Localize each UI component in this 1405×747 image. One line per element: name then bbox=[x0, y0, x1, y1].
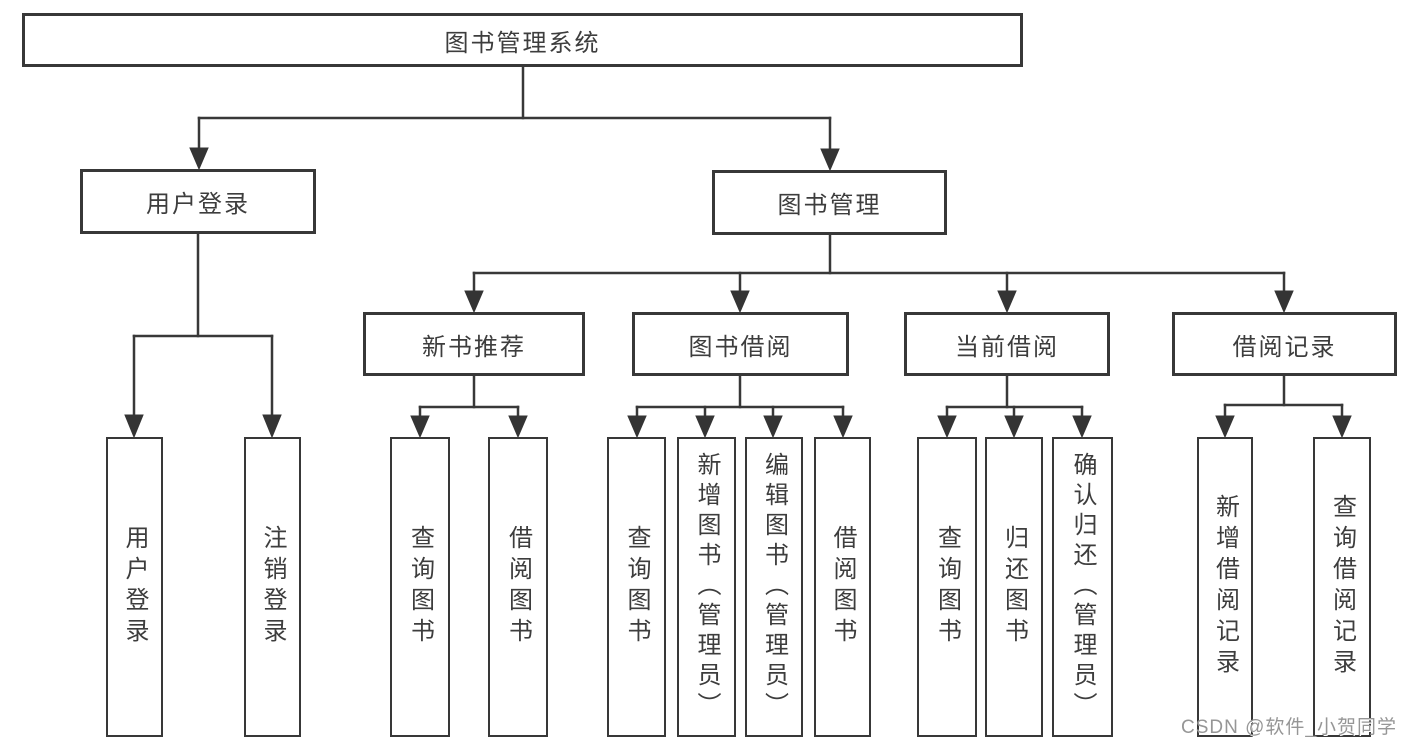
connector-current-borrow-branch bbox=[937, 374, 1092, 439]
leaf-add-books-admin: 新增图书（管理员） bbox=[677, 437, 736, 737]
leaf-query-books-recommend: 查询图书 bbox=[390, 437, 450, 737]
leaf-borrow-books-borrowing: 借阅图书 bbox=[814, 437, 871, 737]
leaf-query-books-current: 查询图书 bbox=[917, 437, 977, 737]
connector-user-login-branch bbox=[124, 232, 282, 439]
connector-borrow-record-branch bbox=[1215, 374, 1352, 439]
node-current-borrowing: 当前借阅 bbox=[904, 312, 1110, 376]
leaf-logout: 注销登录 bbox=[244, 437, 301, 737]
leaf-query-books-borrowing: 查询图书 bbox=[607, 437, 666, 737]
connector-root-to-level2 bbox=[189, 66, 840, 172]
leaf-borrow-books-recommend: 借阅图书 bbox=[488, 437, 548, 737]
node-book-borrowing: 图书借阅 bbox=[632, 312, 849, 376]
leaf-add-borrow-record: 新增借阅记录 bbox=[1197, 437, 1253, 737]
leaf-query-borrow-record: 查询借阅记录 bbox=[1313, 437, 1371, 737]
node-borrowing-records: 借阅记录 bbox=[1172, 312, 1397, 376]
node-book-management: 图书管理 bbox=[712, 170, 947, 235]
connector-new-book-branch bbox=[410, 374, 528, 439]
node-user-login: 用户登录 bbox=[80, 169, 316, 234]
leaf-confirm-return-admin: 确认归还（管理员） bbox=[1052, 437, 1113, 737]
leaf-return-books: 归还图书 bbox=[985, 437, 1043, 737]
leaf-user-login: 用户登录 bbox=[106, 437, 163, 737]
leaf-edit-books-admin: 编辑图书（管理员） bbox=[745, 437, 803, 737]
connector-book-borrow-branch bbox=[627, 374, 853, 439]
connector-book-management-branch bbox=[464, 233, 1294, 314]
node-root-library-management-system: 图书管理系统 bbox=[22, 13, 1023, 67]
node-new-book-recommendation: 新书推荐 bbox=[363, 312, 585, 376]
csdn-watermark: CSDN @软件_小贺同学 bbox=[1181, 717, 1397, 738]
